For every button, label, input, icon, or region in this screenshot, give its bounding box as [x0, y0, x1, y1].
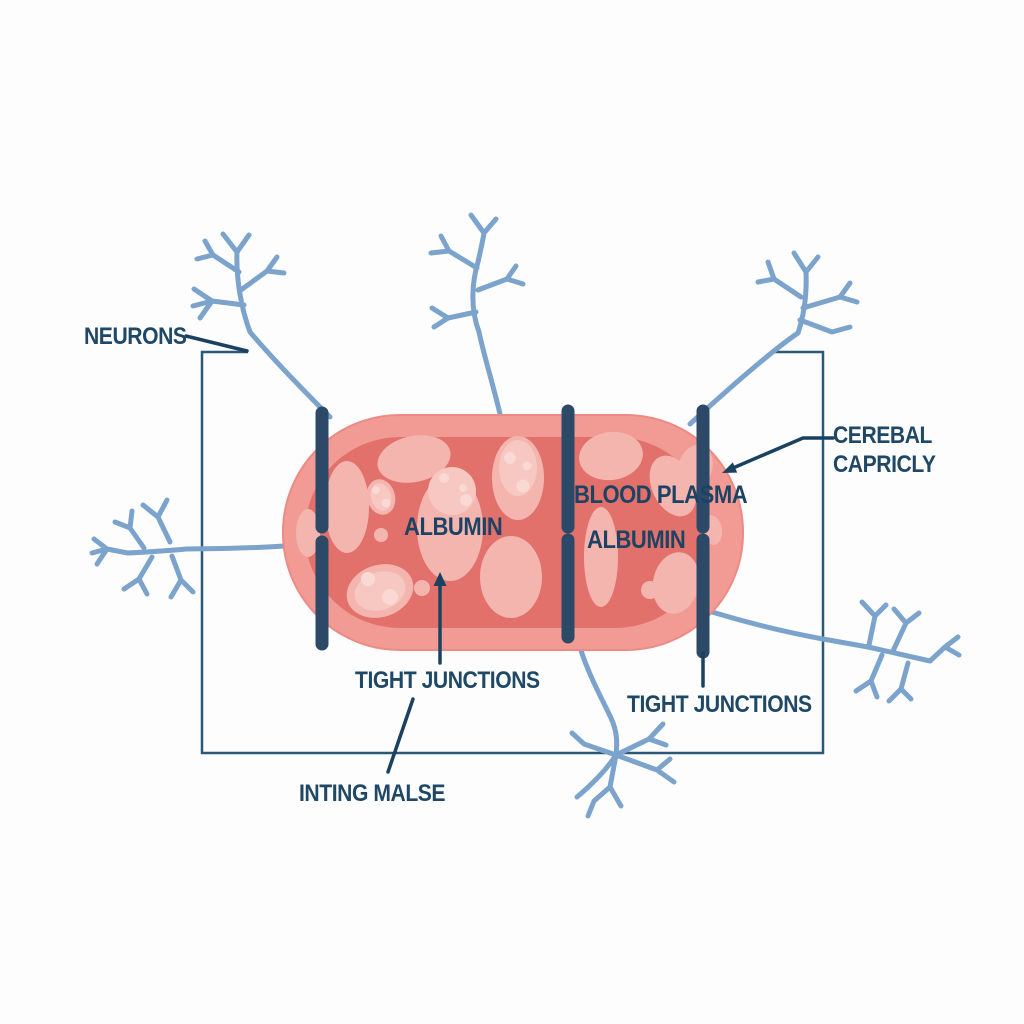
tight-junctions-label-right: TIGHT JUNCTIONS — [627, 691, 812, 718]
vesicle-dot — [382, 589, 398, 605]
tight-junctions-label-left: TIGHT JUNCTIONS — [355, 667, 540, 694]
interstitial-pointer-line — [386, 697, 415, 774]
plasma-blob — [652, 552, 700, 614]
vesicle-dot — [522, 461, 532, 471]
plasma-blobs — [296, 431, 723, 618]
albumin-label-right: ALBUMIN — [587, 526, 686, 554]
plasma-blob — [579, 431, 643, 481]
neuron-top-center — [428, 212, 526, 417]
vesicle-dot — [372, 486, 380, 494]
cerebral-pointer-line — [731, 436, 835, 470]
pointers — [184, 334, 835, 774]
vesicle-dot — [516, 479, 530, 493]
vesicle — [428, 467, 476, 515]
neuron-branches — [190, 231, 333, 420]
neuron-bottom-center — [569, 634, 677, 819]
plasma-blob — [296, 509, 320, 557]
plasma-blob — [414, 580, 430, 596]
albumin-arrowhead — [433, 572, 447, 586]
plasma-blob — [374, 528, 388, 542]
plasma-blob — [377, 435, 451, 483]
neuron-top-right — [687, 250, 860, 427]
vesicle-dot — [361, 572, 375, 586]
tight-junction-bars — [315, 404, 710, 659]
neuron-branches — [687, 250, 860, 427]
neuron-branches — [428, 212, 526, 417]
neuron-top-left — [190, 231, 333, 420]
vesicle-dot — [439, 473, 449, 483]
neuron-branches — [569, 634, 677, 819]
neuron-branches — [89, 497, 288, 600]
vesicle-dot — [460, 494, 472, 506]
neuron-bottom-right — [709, 599, 962, 704]
interstitial-label: INTING MALSE — [299, 780, 446, 807]
cerebral-capillary-label-line1: CEREBAL — [833, 422, 933, 449]
cerebral-arrowhead — [722, 462, 738, 473]
neuron-left-middle — [89, 497, 288, 600]
neurons-pointer-line — [184, 334, 249, 353]
vesicle-dot — [504, 452, 516, 464]
vesicle-dot — [459, 484, 467, 492]
neurons-label: NEURONS — [84, 323, 187, 350]
blood-plasma-label: BLOOD PLASMA — [574, 481, 748, 509]
plasma-blob — [480, 536, 542, 618]
vesicle-dot — [381, 498, 391, 508]
plasma-blob — [584, 507, 618, 607]
plasma-blob — [325, 461, 369, 553]
boundary-box — [200, 350, 825, 755]
neuron-branches — [709, 599, 962, 704]
cerebral-capillary-label: CEREBAL CAPRICLY — [833, 421, 936, 479]
cerebral-capillary-label-line2: CAPRICLY — [833, 451, 936, 478]
albumin-label-center: ALBUMIN — [404, 513, 503, 541]
